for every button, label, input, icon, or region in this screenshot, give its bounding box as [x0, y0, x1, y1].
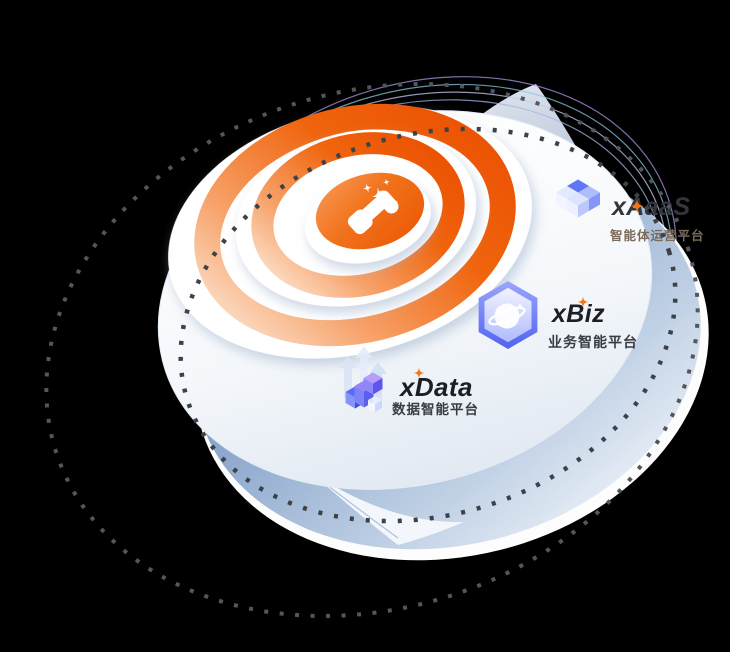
product-subtitle-xdata: 数据智能平台	[392, 401, 479, 417]
planet-ring	[488, 306, 526, 326]
orbit-dotted-inner	[178, 126, 678, 524]
planet	[494, 303, 520, 329]
rising-cubes-icon	[339, 346, 387, 412]
planet-hexagon-icon	[478, 281, 538, 349]
product-name-xbiz: xBiz	[550, 300, 605, 328]
product-subtitle-xaaas: 智能体运营平台	[609, 228, 705, 243]
sheet-corner-bottom	[308, 470, 464, 545]
product-callouts: xAaaS 智能体运营平台 xBiz 业务智能平台 xData 数据智能平台	[392, 193, 705, 417]
cube	[363, 372, 383, 395]
ring-inner	[251, 132, 465, 298]
cube	[368, 396, 382, 412]
sparkle-flag-logo-icon	[347, 177, 399, 235]
cube-cluster-icon	[556, 179, 600, 218]
ring-outer	[194, 103, 516, 347]
cube	[567, 192, 589, 218]
product-name-xaaas: xAaaS	[610, 193, 690, 221]
platform-rings	[168, 103, 532, 359]
product-subtitle-xbiz: 业务智能平台	[548, 334, 638, 350]
product-name-xdata: xData	[398, 372, 473, 402]
